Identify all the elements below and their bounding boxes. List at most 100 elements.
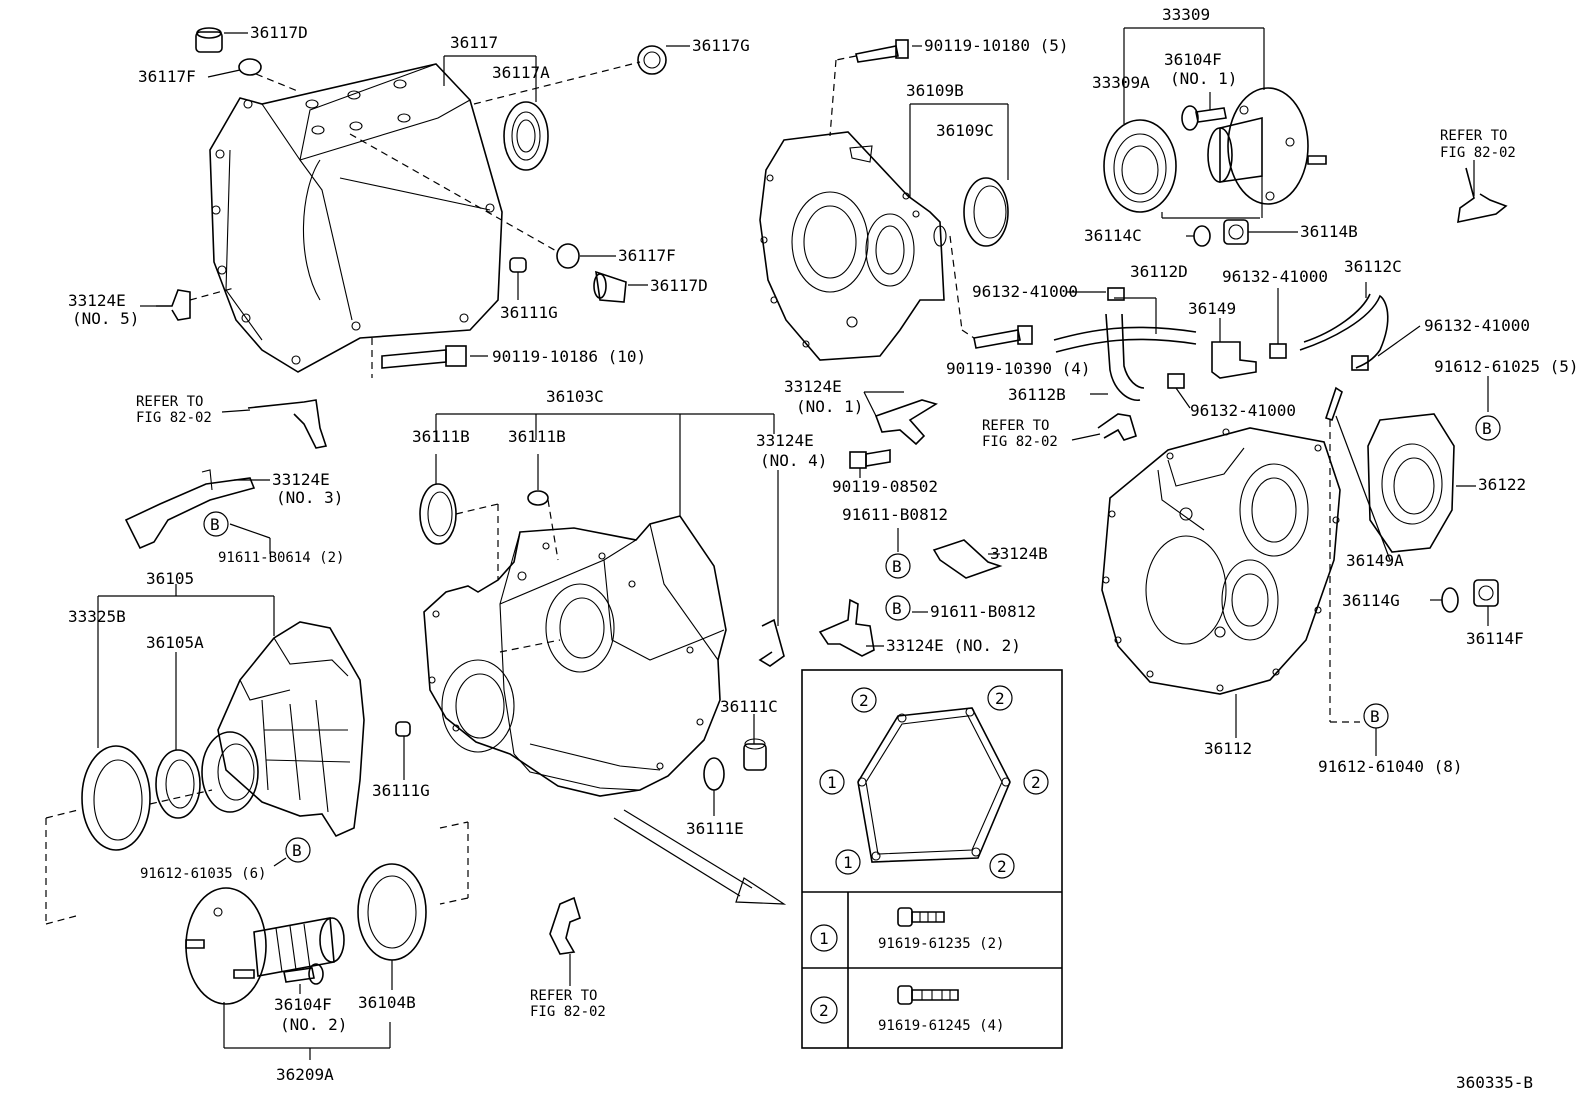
nut-36114b (1223, 219, 1249, 245)
hose-36112d (1053, 313, 1197, 401)
label-36111g-b: 36111G (372, 781, 430, 800)
bolt-90119-10180 (855, 39, 909, 63)
refer-note-bottom-line1: REFER TO (530, 988, 597, 1004)
detail-arrow (613, 809, 787, 905)
gasket-bolt-marker-2-top-left: 2 (851, 687, 877, 713)
bolt-90119-10390 (973, 325, 1033, 349)
label-36149a: 36149A (1346, 551, 1404, 570)
label-36117g: 36117G (692, 36, 750, 55)
clamp-96132-b (1269, 343, 1287, 359)
svg-text:B: B (1482, 419, 1492, 438)
legend-row-1: 1 91619-61235 (2) (810, 907, 1004, 952)
seal-36105a-inner (155, 749, 201, 819)
b-marker-center-b: B (885, 595, 911, 621)
extension-cover-36109b-drawing (759, 131, 947, 361)
gasket-outline (857, 707, 1011, 863)
refer-note-top-right-line2: FIG 82-02 (1440, 145, 1516, 161)
label-33124b: 33124B (990, 544, 1048, 563)
refer-note-left-line2: FIG 82-02 (136, 410, 212, 426)
label-36104f-2: 36104F (274, 995, 332, 1014)
extension-housing-36105-drawing (217, 621, 365, 838)
seal-36105a (201, 731, 259, 813)
hose-36112c (1299, 293, 1389, 369)
label-91612-61035: 91612-61035 (6) (140, 866, 266, 882)
label-36117a: 36117A (492, 63, 550, 82)
label-33124e-3-no: (NO. 3) (276, 488, 343, 507)
svg-text:B: B (892, 599, 902, 618)
label-36122: 36122 (1478, 475, 1526, 494)
gasket-bolt-marker-1-bottom-left: 1 (835, 849, 861, 875)
b-marker-right-top: B (1475, 415, 1501, 441)
label-96132-c: 96132-41000 (1424, 316, 1530, 335)
bolt-36104f-1 (1181, 105, 1227, 131)
svg-text:B: B (292, 841, 302, 860)
label-36111b-a: 36111B (412, 427, 470, 446)
plate-36122-drawing (1367, 413, 1455, 553)
pipe-36149 (1211, 341, 1257, 379)
bracket-refer-left (247, 399, 328, 449)
svg-text:1: 1 (827, 773, 837, 792)
label-36112c: 36112C (1344, 257, 1402, 276)
plug-36117d-b (593, 270, 627, 303)
label-33124e-2: 33124E (NO. 2) (886, 636, 1021, 655)
detail-box: 2 2 1 2 1 2 1 (801, 669, 1063, 1049)
refer-note-right-mid-line2: FIG 82-02 (982, 434, 1058, 450)
label-36117d-a: 36117D (250, 23, 308, 42)
label-90119-10180: 90119-10180 (5) (924, 36, 1069, 55)
label-36105a: 36105A (146, 633, 204, 652)
clutch-housing-drawing (209, 63, 503, 373)
b-marker-center-a: B (885, 553, 911, 579)
bracket-33124e-1 (874, 399, 938, 446)
label-33309a: 33309A (1092, 73, 1150, 92)
bolt-36149a (1324, 386, 1343, 422)
label-36104f-1: 36104F (1164, 50, 1222, 69)
bolt-33124e-5 (156, 289, 191, 321)
plug-36111c (743, 738, 767, 771)
label-33124e-1: 33124E (784, 377, 842, 396)
clamp-96132-c (1351, 355, 1369, 371)
label-90119-10390: 90119-10390 (4) (946, 359, 1091, 378)
seal-36117a (503, 101, 549, 171)
gasket-bolt-marker-2-top-right: 2 (987, 685, 1013, 711)
bolt-90119-08502 (849, 449, 891, 469)
legend-row-2-part: 91619-61245 (4) (878, 1018, 1004, 1034)
label-36112b: 36112B (1008, 385, 1066, 404)
gasket-36117f-b (556, 243, 580, 269)
svg-text:1: 1 (843, 853, 853, 872)
bolt-90119-10186 (381, 345, 467, 369)
gasket-bolt-marker-2-right: 2 (1023, 769, 1049, 795)
washer-36111e (703, 757, 725, 791)
flange-36209a (185, 887, 345, 1005)
washer-36114c (1193, 225, 1211, 247)
label-91611-b0812-b: 91611-B0812 (930, 602, 1036, 621)
label-90119-10186: 90119-10186 (10) (492, 347, 646, 366)
bracket-refer-right-mid (1097, 413, 1137, 441)
label-91612-61025: 91612-61025 (5) (1434, 357, 1579, 376)
washer-36114g (1441, 587, 1459, 613)
label-36114f: 36114F (1466, 629, 1524, 648)
label-33325b: 33325B (68, 607, 126, 626)
label-33124e-4: 33124E (756, 431, 814, 450)
seal-36104b (357, 863, 427, 961)
label-36103c: 36103C (546, 387, 604, 406)
label-36112d: 36112D (1130, 262, 1188, 281)
label-96132-b: 96132-41000 (1222, 267, 1328, 286)
svg-text:2: 2 (1031, 773, 1041, 792)
plug-36117g (637, 45, 667, 75)
label-90119-08502: 90119-08502 (832, 477, 938, 496)
refer-note-left-line1: REFER TO (136, 394, 203, 410)
label-33124e-5-no: (NO. 5) (72, 309, 139, 328)
pin-36111g-b (395, 721, 411, 737)
pin-36111g-a (509, 257, 527, 273)
label-36104f-1-no: (NO. 1) (1170, 69, 1237, 88)
label-96132-a: 96132-41000 (972, 282, 1078, 301)
seal-36111b-a (419, 483, 457, 545)
bracket-33124b (932, 539, 1003, 579)
label-36104b: 36104B (358, 993, 416, 1012)
bolt-91619-61245-icon (897, 985, 959, 1005)
label-36104f-2-no: (NO. 2) (280, 1015, 347, 1034)
label-33309: 33309 (1162, 5, 1210, 24)
b-marker-right-bottom: B (1363, 703, 1389, 729)
label-33124e-5: 33124E (68, 291, 126, 310)
